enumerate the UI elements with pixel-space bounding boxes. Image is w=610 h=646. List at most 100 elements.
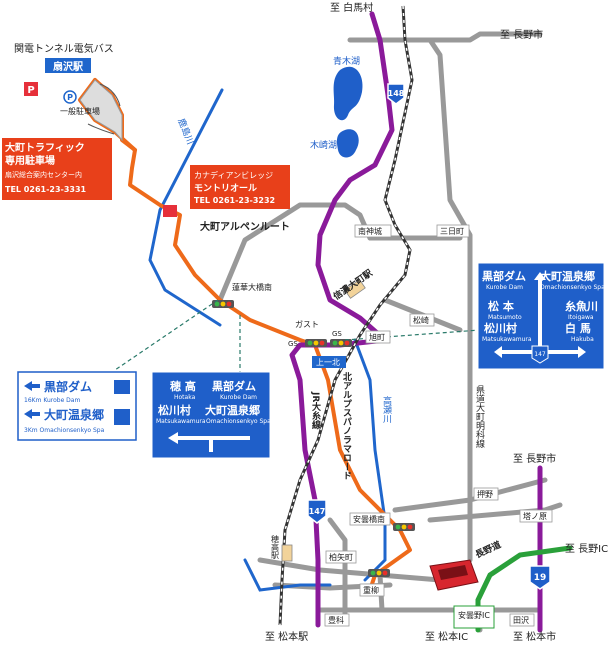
sign-right-itoigawa: 糸魚川 <box>565 299 598 313</box>
oshino-box <box>473 487 499 501</box>
prefectural-label: 県道大町明科線 <box>474 385 485 448</box>
gs1-label: GS <box>288 340 298 348</box>
kamiichi-label: 上一北 <box>316 358 340 367</box>
to-matsumoto-ic: 至 松本IC <box>425 630 468 643</box>
sign-center-matsukawa: 松川村 <box>158 403 191 417</box>
hotaka-station-box <box>281 544 293 562</box>
asahicho-box <box>365 330 391 344</box>
kashiwa-label: 柏矢町 <box>329 552 353 562</box>
sign-right-matsukawa-sub: Matsukawamura <box>482 336 532 343</box>
blue-route-kashimagawa <box>148 88 224 327</box>
traffic-line2: 専用駐車場 <box>5 154 55 167</box>
higashi-label: 重柳 <box>363 585 379 595</box>
kashiwa-box <box>325 550 357 564</box>
gas-label: ガスト <box>295 319 319 329</box>
parking-red-mark: P <box>27 85 34 96</box>
sign-center-matsukawa-sub: Matsukawamura <box>156 418 206 425</box>
sign-right-route: 147 <box>534 351 546 358</box>
kita-alps-label: 北アルプスパノラマロード <box>341 371 352 480</box>
azumi-bridge-box <box>349 512 391 526</box>
tokinohara-box <box>519 509 553 523</box>
sign-right-matsumoto-sub: Matsumoto <box>488 314 522 321</box>
sign-left-kurobe: 黒部ダム <box>44 379 92 394</box>
sign-left-omachi-sub: 3Km Omachionsenkyo Spa <box>24 427 105 434</box>
sign-right-kurobe: 黒部ダム <box>482 269 526 283</box>
gs2-label: GS <box>332 330 342 338</box>
toyoshina-box <box>324 613 350 627</box>
to-matsumoto-station: 至 松本駅 <box>265 630 308 643</box>
alpen-route-label: 大町アルペンルート <box>200 220 290 233</box>
tunnel-bus-label: 関電トンネル電気バス <box>14 42 114 55</box>
traffic-line3: 扇沢総合案内センター内 <box>5 170 82 179</box>
railway <box>278 5 414 626</box>
route-148-label: 148 <box>388 89 405 98</box>
tazawa-box <box>509 613 535 627</box>
sign-center-omachi: 大町温泉郷 <box>205 403 260 417</box>
sign-left-kurobe-sub: 16Km Kurobe Dam <box>24 397 80 404</box>
general-parking-label: 一般駐車場 <box>60 106 100 116</box>
to-nagano-top: 至 長野市 <box>500 28 543 41</box>
sign-center-omachi-sub: Omachionsenkyo Spa <box>206 418 271 425</box>
omachi-station-box <box>344 279 366 299</box>
sign-center-hotaka: 穂 高 <box>170 379 196 393</box>
lake-kizaki <box>336 129 359 158</box>
to-hakuba: 至 白馬村 <box>330 1 373 14</box>
lake-kizaki-label: 木崎湖 <box>310 139 337 151</box>
montrio-box <box>190 165 290 209</box>
sign-center-hotaka-sub: Hotaka <box>174 394 196 401</box>
nagano-expressway-label: 長野道 <box>473 538 503 560</box>
route-19-shield: 19 <box>529 565 551 590</box>
sign-left-omachi: 大町温泉郷 <box>44 407 104 422</box>
sign-right: 黒部ダム Kurobe Dam 大町温泉郷 Omachionsenkyo Spa… <box>477 262 605 370</box>
sign-right-omachi-sub: Omachionsenkyo Spa <box>540 284 605 291</box>
sign-center-kurobe: 黒部ダム <box>212 379 256 393</box>
route-147-shield: 147 <box>307 499 327 524</box>
blue-route-bottom <box>243 558 332 592</box>
car-icon <box>429 559 479 591</box>
montrio-tel: TEL 0261-23-3232 <box>194 196 275 205</box>
lake-aoki-label: 青木湖 <box>333 55 360 67</box>
higashi-box <box>359 583 385 597</box>
sign-center: 穂 高 Hotaka 黒部ダム Kurobe Dam 松川村 Matsukawa… <box>151 371 271 459</box>
montrio-line1: カナディアンビレッジ <box>194 170 273 180</box>
matsuzaki-label: 松崎 <box>413 315 429 325</box>
to-nagano-mid: 至 長野市 <box>513 452 556 465</box>
kamiichi-box <box>312 356 346 368</box>
takasegawa-label: 高瀬川 <box>381 395 392 423</box>
blue-route-takasegawa <box>353 338 387 582</box>
traffic-tel: TEL 0261-23-3331 <box>5 185 87 194</box>
to-nagano-ic: 至 長野IC <box>565 543 608 555</box>
traffic-lights <box>212 300 415 577</box>
minami-kamishiro-label: 南神城 <box>358 226 382 236</box>
asahicho-label: 旭町 <box>369 332 385 342</box>
montrio-marker <box>163 205 177 217</box>
azumino-ic-box <box>453 605 495 629</box>
traffic-parking-box <box>2 138 112 200</box>
sign-right-kurobe-sub: Kurobe Dam <box>486 284 523 291</box>
matsuzaki-box <box>409 313 435 327</box>
traffic-line1: 大町トラフィック <box>5 141 85 154</box>
minami-kamishiro-box <box>354 224 392 238</box>
lake-aoki <box>333 66 363 121</box>
azumino-ic-label: 安曇野IC <box>458 610 490 620</box>
loop-arrow-bottom <box>87 123 115 135</box>
sign-right-matsukawa: 松川村 <box>484 321 517 335</box>
general-parking-icon <box>63 90 77 104</box>
parking-area <box>79 79 123 142</box>
sign-left: 黒部ダム 16Km Kurobe Dam 大町温泉郷 3Km Omachions… <box>17 371 137 441</box>
hotaka-station-label: 穂高駅 <box>271 534 280 560</box>
to-matsumoto-city: 至 松本市 <box>513 630 556 643</box>
oshino-label: 押野 <box>477 489 493 499</box>
general-parking-p: P <box>67 93 73 102</box>
sign-center-kurobe-sub: Kurobe Dam <box>220 394 257 401</box>
route-147-label: 147 <box>309 507 326 516</box>
sign-right-hakuba-sub: Hakuba <box>571 336 594 343</box>
parking-red-box <box>24 82 38 96</box>
sign-leaders <box>114 299 481 372</box>
sign-right-matsumoto: 松 本 <box>488 299 514 313</box>
sign-right-omachi: 大町温泉郷 <box>540 269 595 283</box>
sanbiki-box <box>436 224 470 238</box>
jr-oito-label: JR大糸線 <box>310 391 321 430</box>
ogisawa-station-label: 扇沢駅 <box>53 60 84 73</box>
